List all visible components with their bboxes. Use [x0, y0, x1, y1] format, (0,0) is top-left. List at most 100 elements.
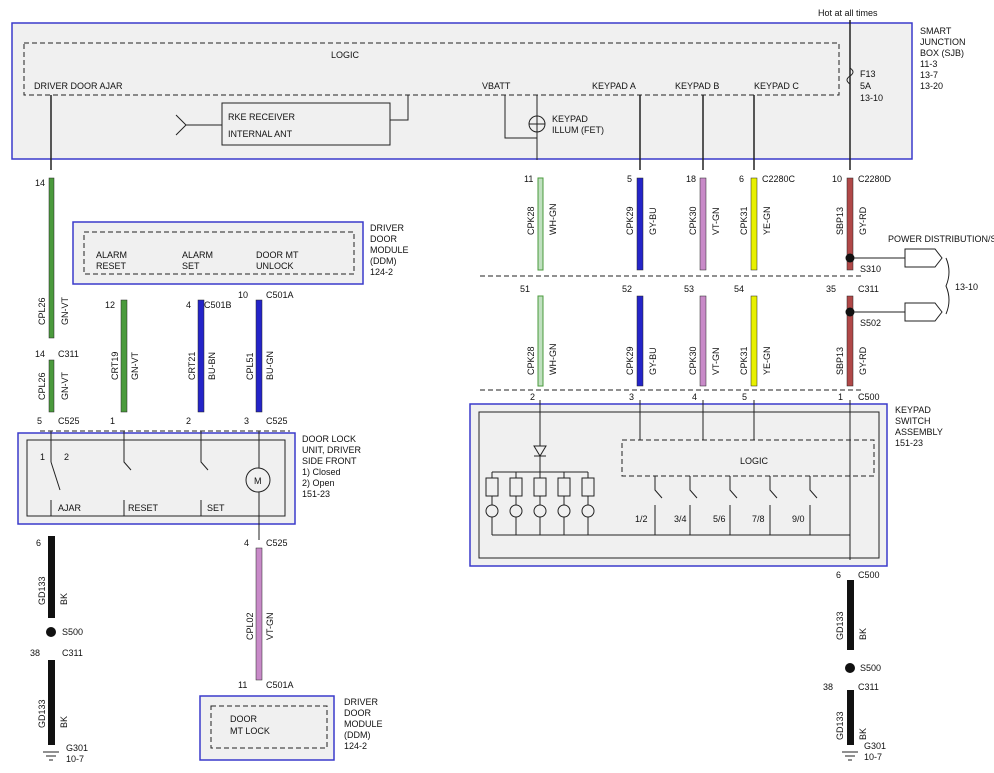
label-keypad-buttons-3: 7/8: [752, 514, 765, 524]
label-door_lock-title-4: 2) Open: [302, 478, 335, 488]
label-pins-g301b: G301: [864, 741, 886, 751]
label-pins-p10a: 10: [238, 290, 248, 300]
label-pins-p12: 12: [105, 300, 115, 310]
label-pins-c501b: C501B: [204, 300, 232, 310]
label-door_lock-title-1: UNIT, DRIVER: [302, 445, 362, 455]
sjb-logic-label: LOGIC: [331, 50, 360, 60]
label-keypad-buttons-0: 1/2: [635, 514, 648, 524]
label-keypad-title-0: KEYPAD: [895, 405, 931, 415]
label-pins-c311a: C311: [58, 349, 79, 359]
label-ddm_bottom-label-0: DOOR: [230, 714, 258, 724]
label-pins-c311c: C311: [858, 284, 879, 294]
label-pins-c525c: C525: [266, 538, 288, 548]
label-door_lock-sw1: 1: [40, 452, 45, 462]
label-pins-p52: 52: [622, 284, 632, 294]
led-array: [485, 472, 595, 535]
sjb-vbatt: VBATT: [482, 81, 511, 91]
label-wires-gy_bu: GY-BU: [648, 207, 658, 235]
label-wires-wh_gn: WH-GN: [548, 204, 558, 236]
label-wires-bk: BK: [59, 716, 69, 728]
label-pins-p3a: 3: [244, 416, 249, 426]
keypad-switches: [492, 476, 850, 536]
label-pins-p2a: 2: [186, 416, 191, 426]
wire-cpk28: [537, 177, 544, 271]
wire-cpl26-top: [48, 177, 55, 339]
label-pins-s310: S310: [860, 264, 881, 274]
label-wires-bu_gn: BU-GN: [265, 351, 275, 380]
label-wires-gn_vt: GN-VT: [130, 352, 140, 381]
label-door_lock-reset: RESET: [128, 503, 159, 513]
label-wires-cpl51: CPL51: [245, 352, 255, 380]
connector-arrow-1: [904, 248, 943, 268]
label-power_dist-ref: 13-10: [955, 282, 978, 292]
label-pins-p10k: 10: [832, 174, 842, 184]
label-ddm_top-title-3: (DDM): [370, 256, 397, 266]
wire-cpk29: [636, 177, 644, 271]
label-wires-bk: BK: [858, 728, 868, 740]
label-pins-s500a: S500: [62, 627, 83, 637]
label-door_lock-sw2: 2: [64, 452, 69, 462]
label-pins-c311b: C311: [62, 648, 83, 658]
label-pins-c525a: C525: [58, 416, 80, 426]
ground-icon-right: [842, 751, 858, 761]
sjb-ref3: 13-20: [920, 81, 943, 91]
label-ddm_top-alarm_reset-0: ALARM: [96, 250, 127, 260]
label-pins-p35: 35: [826, 284, 836, 294]
label-ddm_top-title-4: 124-2: [370, 267, 393, 277]
sjb-logic-box: [23, 42, 840, 96]
label-pins-p38b: 38: [823, 682, 833, 692]
sjb-keypad-b: KEYPAD B: [675, 81, 719, 91]
wire-cpk30: [699, 177, 707, 271]
splice-s310: [845, 253, 855, 263]
label-pins-c2280c: C2280C: [762, 174, 796, 184]
label-wires-vt_gn: VT-GN: [711, 207, 721, 235]
label-pins-p51: 51: [520, 284, 530, 294]
label-wires-wh_gn: WH-GN: [548, 344, 558, 376]
wire-crt19: [120, 299, 128, 413]
label-wires-crt19: CRT19: [110, 352, 120, 380]
label-pins-c501a_a: C501A: [266, 290, 294, 300]
wire-gd133-right: [847, 580, 854, 650]
label-ddm_top-title-2: MODULE: [370, 245, 409, 255]
wire-gd133-left: [48, 536, 55, 618]
label-door_lock-ajar: AJAR: [58, 503, 82, 513]
label-pins-q3: 3: [629, 392, 634, 402]
label-pins-p11: 11: [524, 174, 533, 184]
label-door_lock-set: SET: [207, 503, 225, 513]
label-ddm_bottom-title-0: DRIVER: [344, 697, 379, 707]
label-keypad-title-3: 151-23: [895, 438, 923, 448]
label-wires-ye_gn: YE-GN: [762, 206, 772, 235]
hot-label: Hot at all times: [818, 8, 878, 18]
label-wires-gn_vt: GN-VT: [60, 372, 70, 401]
fuse-line3: 13-10: [860, 93, 883, 103]
label-keypad-title-1: SWITCH: [895, 416, 931, 426]
label-pins-ref107b: 10-7: [864, 752, 882, 762]
label-pins-p1a: 1: [110, 416, 115, 426]
wire-cpk31: [750, 177, 758, 271]
label-wires-cpl26: CPL26: [37, 297, 47, 325]
label-pins-p14b: 14: [35, 349, 45, 359]
label-pins-p6a: 6: [36, 538, 41, 548]
label-ddm_bottom-title-3: (DDM): [344, 730, 371, 740]
sjb-title1: SMART: [920, 26, 952, 36]
splice-s502: [845, 307, 855, 317]
label-pins-p38a: 38: [30, 648, 40, 658]
wire-sbp13: [846, 177, 854, 271]
sjb-driver-door-ajar: DRIVER DOOR AJAR: [34, 81, 123, 91]
label-keypad-title-2: ASSEMBLY: [895, 427, 943, 437]
label-keypad-buttons-1: 3/4: [674, 514, 687, 524]
label-pins-p5a: 5: [37, 416, 42, 426]
door-lock-box: [17, 432, 296, 525]
rke-line2: INTERNAL ANT: [228, 129, 293, 139]
label-wires-gd133: GD133: [37, 699, 47, 728]
label-pins-ref107a: 10-7: [66, 754, 84, 764]
label-pins-c501a_b: C501A: [266, 680, 294, 690]
label-wires-gy_rd: GY-RD: [858, 206, 868, 235]
wire-cpl26-mid: [48, 359, 55, 413]
label-ddm_bottom-title-1: DOOR: [344, 708, 372, 718]
label-door_lock-title-3: 1) Closed: [302, 467, 341, 477]
label-pins-p4: 4: [186, 300, 191, 310]
label-wires-bk: BK: [59, 593, 69, 605]
label-pins-p6k: 6: [739, 174, 744, 184]
label-pins-q4: 4: [692, 392, 697, 402]
